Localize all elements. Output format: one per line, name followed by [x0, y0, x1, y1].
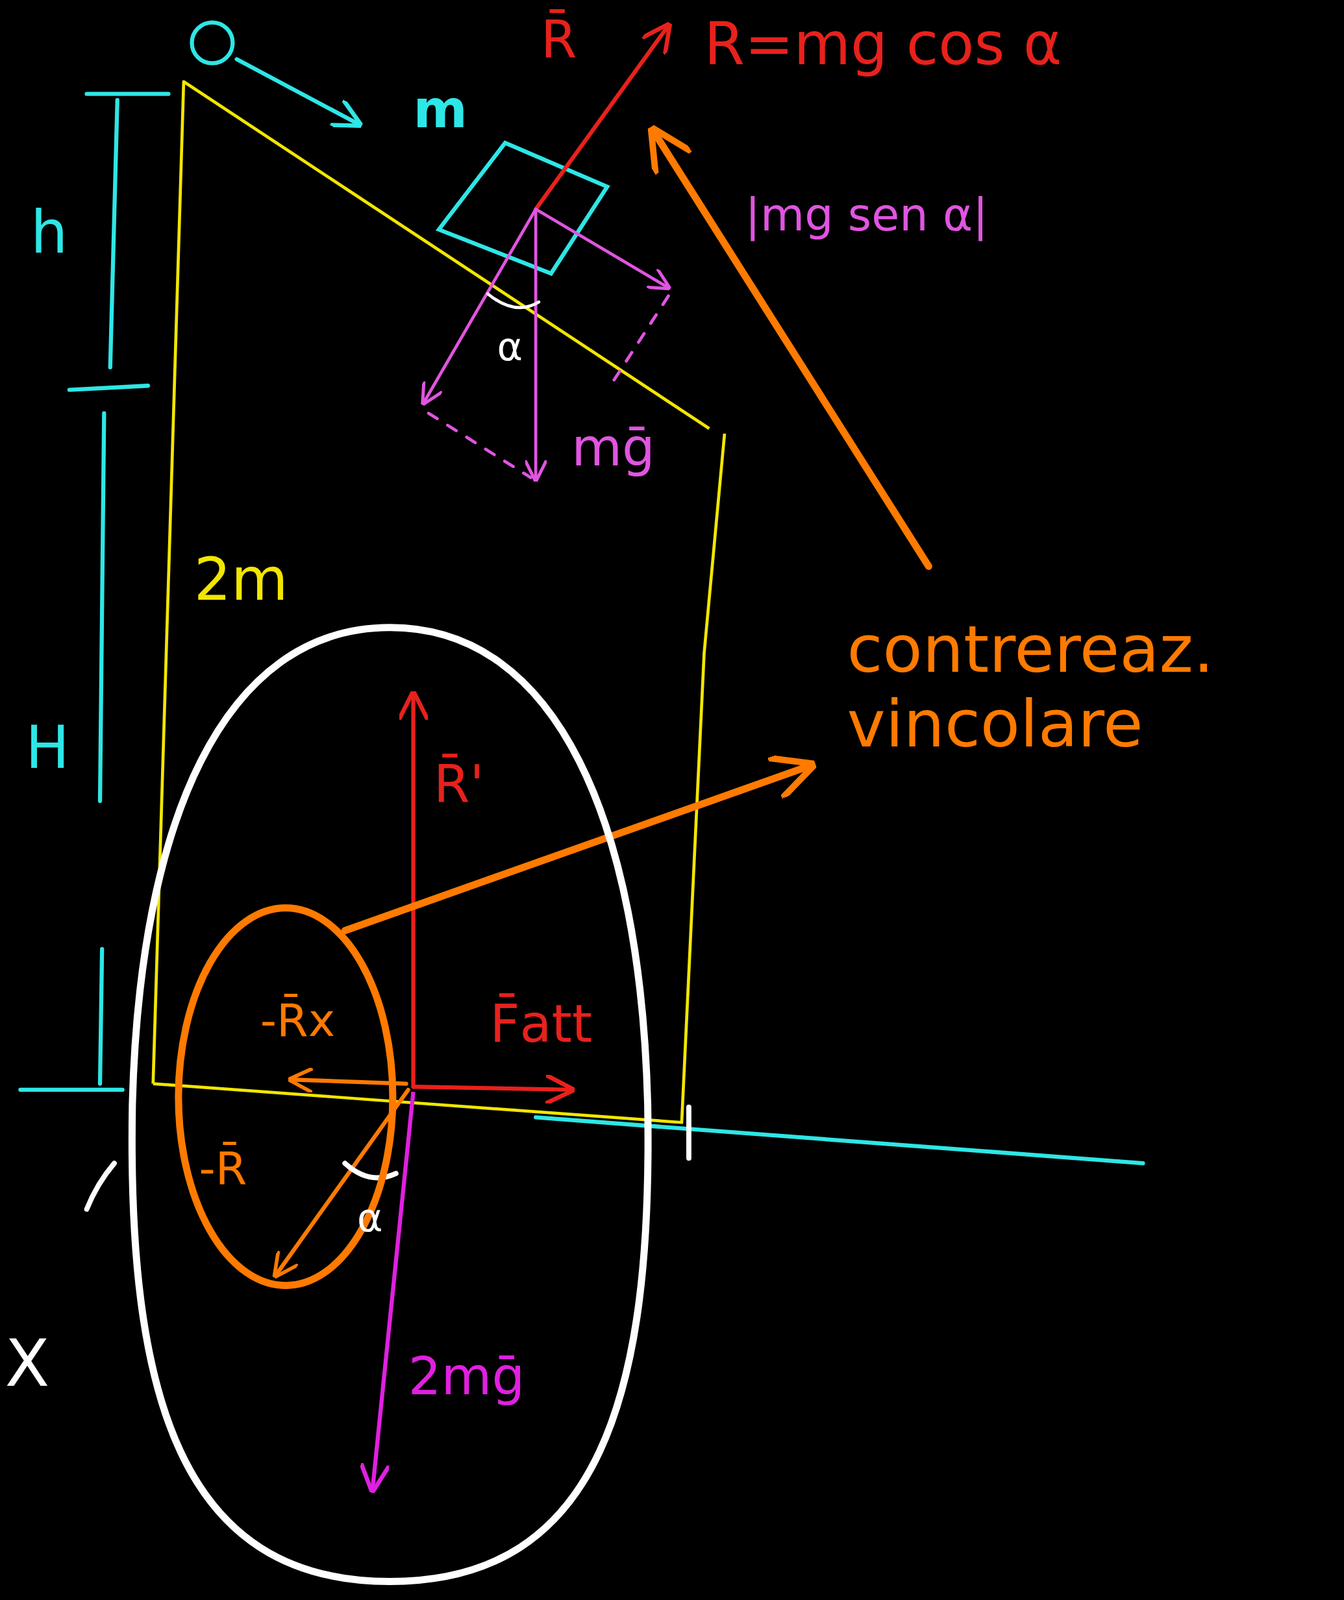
- vector-label: mḡ: [571, 418, 656, 478]
- friction-arrow: [413, 1086, 573, 1091]
- cyan-strokes: [20, 22, 1143, 1165]
- system-outline: -R̄x -R̄ R̄' F̄att 2mḡ: [127, 622, 653, 1587]
- dimension-line: [110, 99, 118, 368]
- reaction-arrow: [275, 1090, 408, 1276]
- orange-strokes: [275, 130, 929, 1276]
- motion-arrow: [236, 59, 360, 125]
- force-label: -R̄x: [260, 994, 336, 1048]
- dimension-line: [99, 413, 104, 802]
- sliding-block: [438, 142, 608, 274]
- dimension-line: [99, 949, 102, 1085]
- formula: |mg sen α|: [744, 188, 988, 242]
- weight-decomposition: [423, 209, 669, 480]
- start-point: [191, 22, 233, 64]
- dashed-guide: [428, 413, 531, 478]
- mass-label: m: [413, 79, 468, 140]
- dashed-guide: [612, 296, 669, 384]
- dimension-label: H: [25, 714, 70, 782]
- force-label: R̄': [433, 755, 485, 815]
- reaction-x-arrow: [290, 1079, 407, 1084]
- margin-mark: X: [5, 1326, 50, 1402]
- force-label: -R̄: [198, 1142, 247, 1196]
- formula: R=mg cos α: [704, 10, 1063, 78]
- mass-label: 2m: [194, 546, 289, 614]
- tick-mark: [686, 1107, 692, 1159]
- annotation: contrereaz. vincolare: [847, 612, 1328, 762]
- force-label: 2mḡ: [408, 1347, 526, 1407]
- ground-line: [535, 1117, 1143, 1164]
- ellipse-outline: [178, 908, 393, 1287]
- vector-label: R̄: [540, 10, 578, 71]
- annotation-arrow: [344, 765, 811, 932]
- dimension-tick: [87, 91, 169, 96]
- reaction-arrow: [410, 694, 415, 1087]
- dimension-tick: [20, 1088, 123, 1093]
- dimension-label: h: [30, 198, 68, 267]
- angle-label: α: [496, 324, 523, 370]
- egg-outline: [132, 627, 649, 1583]
- angle-arc: [487, 294, 539, 308]
- wedge-weight-arrow: [372, 1092, 414, 1491]
- dimension-tick: [69, 385, 149, 390]
- weight-arrow: [534, 209, 538, 480]
- parallel-component: [535, 209, 669, 288]
- partial-stroke: [87, 1163, 115, 1210]
- force-label: F̄att: [489, 994, 593, 1055]
- wedge-body: [153, 433, 725, 1123]
- angle-label: α: [357, 1195, 384, 1241]
